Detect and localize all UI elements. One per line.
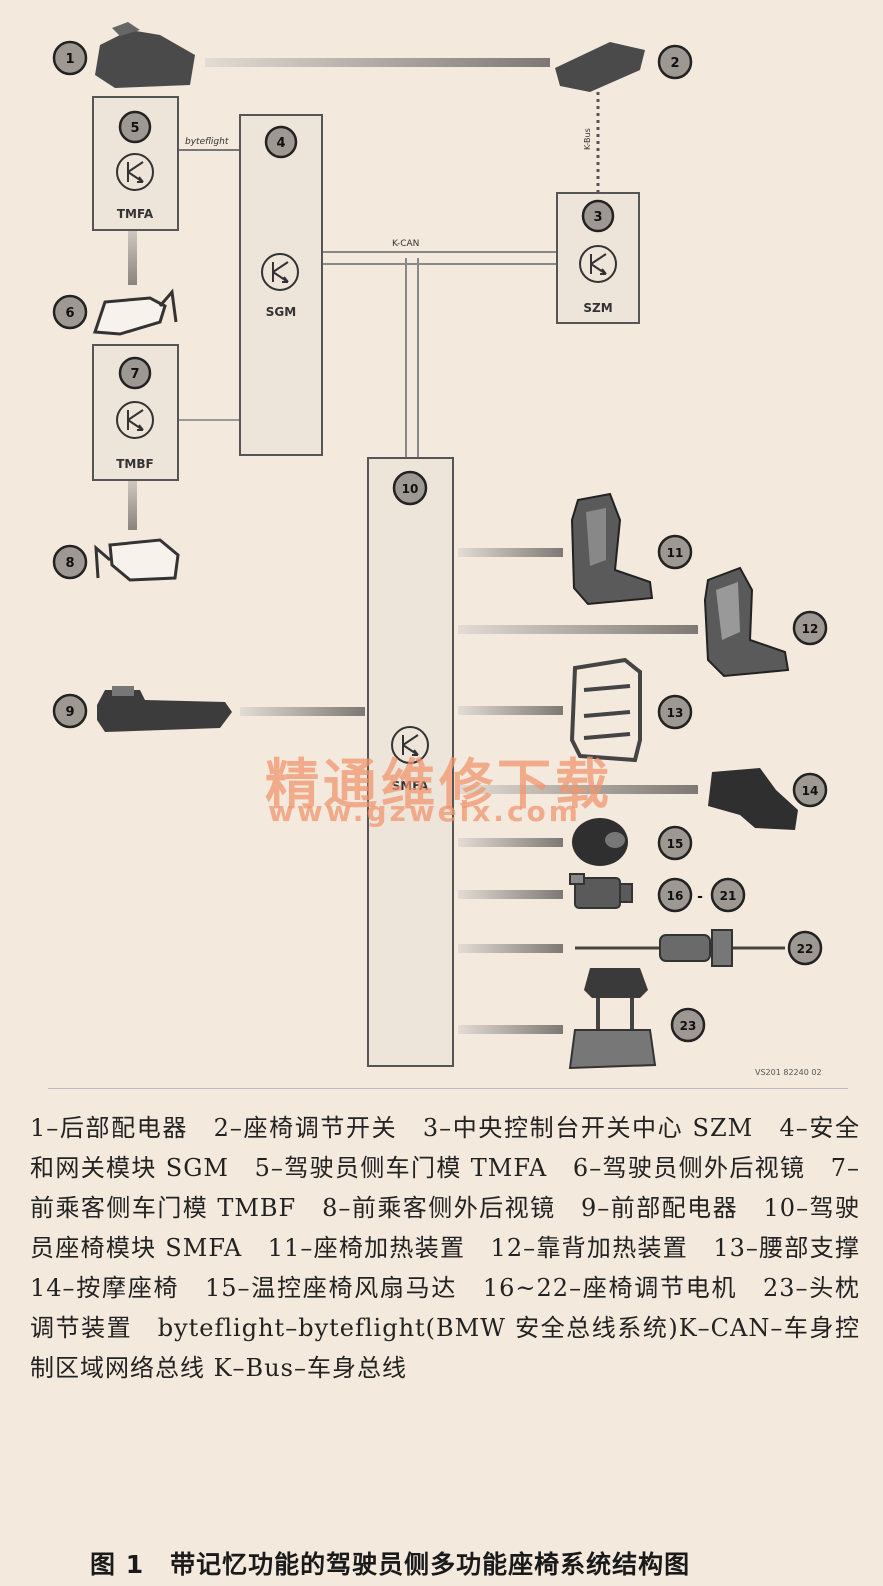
divider [48, 1088, 848, 1089]
svg-text:7: 7 [130, 367, 139, 382]
svg-text:4: 4 [276, 136, 285, 151]
fan-motor-illustration [572, 818, 628, 866]
svg-text:10: 10 [402, 482, 419, 496]
figure-caption: 图 1 带记忆功能的驾驶员侧多功能座椅系统结构图 [90, 1550, 691, 1579]
svg-text:15: 15 [667, 837, 684, 851]
massage-seat-illustration [708, 768, 798, 830]
svg-text:6: 6 [65, 306, 74, 321]
svg-text:23: 23 [680, 1019, 697, 1033]
byteflight-label: byteflight [185, 137, 229, 147]
callout-11: 11 [657, 534, 693, 570]
svg-text:11: 11 [667, 546, 684, 560]
callout-21: 21 [710, 877, 746, 913]
figure-code: VS201 82240 02 [755, 1068, 822, 1077]
tmbf-label: TMBF [116, 457, 153, 471]
connector-10-22 [458, 944, 563, 953]
svg-text:8: 8 [65, 556, 74, 571]
callout-14: 14 [792, 772, 828, 808]
connector-5-6 [128, 230, 137, 285]
connector-10-12 [458, 625, 698, 634]
watermark-url: www.gzweix.com [268, 795, 581, 828]
svg-text:13: 13 [667, 706, 684, 720]
seat-heating-illustration [570, 492, 654, 606]
connector-10-14 [458, 785, 698, 794]
callout-2: 2 [657, 44, 693, 80]
headrest-adjuster-illustration [568, 968, 657, 1070]
rear-fuse-box-illustration [95, 22, 195, 88]
front-fuse-box-illustration [97, 686, 232, 732]
callout-3: 3 [581, 199, 615, 233]
watermark-chinese: 精通维修下载 [265, 752, 613, 816]
svg-text:2: 2 [670, 56, 679, 71]
connector-10-11 [458, 548, 563, 557]
lumbar-support-illustration [569, 657, 642, 763]
svg-text:16: 16 [667, 889, 684, 903]
svg-text:12: 12 [802, 622, 819, 636]
callout-9: 9 [52, 693, 88, 729]
callout-12: 12 [792, 610, 828, 646]
system-structure-diagram: K-Bus byteflight K-CAN TMFA TMBF SGM [52, 22, 828, 1070]
connector-10-13 [458, 706, 563, 715]
callout-15: 15 [657, 825, 693, 861]
szm-label: SZM [583, 301, 612, 315]
backrest-heating-illustration [703, 566, 790, 678]
seat-switch-illustration [555, 42, 645, 92]
kcan-label: K-CAN [392, 239, 419, 249]
callout-1: 1 [52, 40, 88, 76]
sgm-label: SGM [266, 305, 296, 319]
svg-text:22: 22 [797, 942, 814, 956]
kbus-label: K-Bus [583, 128, 592, 150]
passenger-mirror-illustration [94, 538, 180, 582]
connector-1-2 [205, 58, 550, 67]
callout-8: 8 [52, 544, 88, 580]
module-smfa: SMFA [367, 457, 454, 1067]
smfa-label: SMFA [392, 779, 429, 793]
callout-13: 13 [657, 694, 693, 730]
connector-10-16 [458, 890, 563, 899]
callout-23: 23 [670, 1007, 706, 1043]
callout-4: 4 [264, 125, 298, 159]
module-sgm: SGM [239, 114, 323, 456]
callout-6: 6 [52, 294, 88, 330]
callout-16: 16 [657, 877, 693, 913]
driver-mirror-illustration [92, 288, 178, 336]
svg-text:3: 3 [593, 210, 602, 225]
legend-text: 1–后部配电器 2–座椅调节开关 3–中央控制台开关中心 SZM 4–安全和网关… [30, 1114, 883, 1382]
callout-range-dash: - [697, 889, 703, 905]
callout-7: 7 [118, 356, 152, 390]
connector-9-10 [240, 707, 365, 716]
callout-22: 22 [787, 930, 823, 966]
svg-text:9: 9 [65, 705, 74, 720]
spindle-motor-illustration [575, 929, 785, 967]
adjust-motor-illustration [569, 873, 633, 909]
tmfa-label: TMFA [117, 207, 154, 221]
connector-10-15 [458, 838, 563, 847]
svg-text:5: 5 [130, 121, 139, 136]
svg-text:1: 1 [65, 52, 74, 67]
svg-text:14: 14 [802, 784, 819, 798]
callout-10: 10 [392, 470, 428, 506]
connector-7-8 [128, 480, 137, 530]
svg-text:21: 21 [720, 889, 737, 903]
callout-5: 5 [118, 110, 152, 144]
connector-10-23 [458, 1025, 563, 1034]
